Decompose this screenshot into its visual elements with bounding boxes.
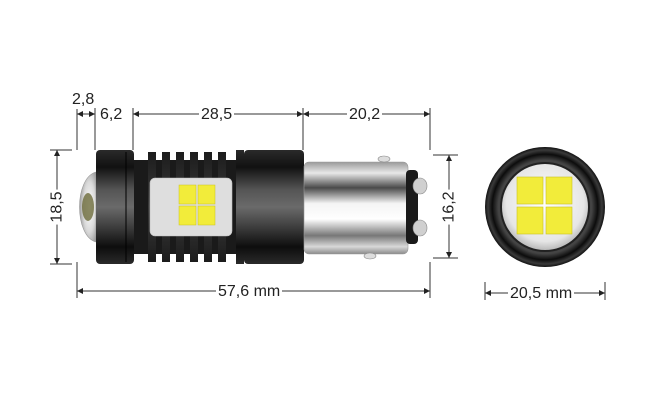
dim-total-length: 57,6 mm [216, 283, 283, 301]
bulb-side-view [79, 150, 428, 264]
dim-front-cap-length: 6,2 [100, 106, 123, 124]
side-led-chips [178, 184, 216, 226]
bulb-front-view [485, 147, 605, 267]
dim-front-diameter: 20,5 mm [508, 285, 575, 303]
dim-heatsink-length: 28,5 [199, 106, 235, 124]
dim-body-diameter: 18,5 [48, 189, 67, 225]
dimension-arrows [54, 111, 605, 296]
dim-base-length: 20,2 [347, 106, 383, 124]
dim-lens-length: 2,8 [72, 91, 95, 109]
front-led-chips [516, 176, 573, 235]
dim-base-diameter: 16,2 [440, 189, 459, 225]
